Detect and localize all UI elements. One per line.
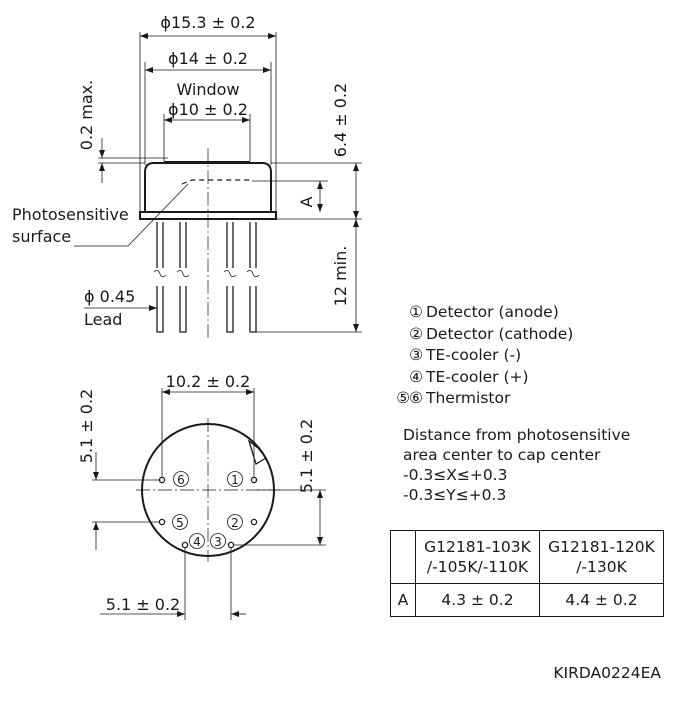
pin-2-label: 2 [231, 516, 239, 530]
pin-1-label: 1 [231, 473, 239, 487]
photosensitive-label-2: surface [12, 227, 71, 246]
dim-pin-spacing: 10.2 ± 0.2 [166, 372, 251, 391]
table-header-row: G12181-103K/-105K/-110K G12181-120K/-130… [390, 530, 664, 584]
window-label: Window [176, 80, 239, 99]
center-distance-note: Distance from photosensitive area center… [403, 425, 630, 505]
dim-outer-dia: ϕ15.3 ± 0.2 [160, 13, 255, 32]
side-view: ϕ15.3 ± 0.2 ϕ14 ± 0.2 Window ϕ10 ± 0.2 0… [12, 13, 362, 340]
lead-dia: ϕ 0.45 [84, 287, 135, 306]
dim-window-max: 0.2 max. [77, 80, 96, 150]
photosensitive-leader [74, 183, 189, 247]
stem-flange [139, 211, 277, 220]
pin-6-label: 6 [177, 473, 185, 487]
dim-bottom-horizontal: 5.1 ± 0.2 [106, 595, 180, 614]
table-value-2: 4.4 ± 0.2 [539, 583, 664, 617]
photosensitive-label-1: Photosensitive [12, 205, 129, 224]
lead-label: Lead [84, 310, 122, 329]
dim-right-vertical: 5.1 ± 0.2 [297, 419, 316, 493]
dim-a-label: A [297, 196, 316, 207]
dim-height: 6.4 ± 0.2 [331, 83, 350, 157]
note-line-2: area center to cap center [403, 446, 601, 464]
note-line-1: Distance from photosensitive [403, 426, 631, 444]
pin-6-circle [173, 471, 189, 487]
dim-cap-dia: ϕ14 ± 0.2 [168, 49, 248, 68]
table-row: A 4.3 ± 0.2 4.4 ± 0.2 [390, 583, 664, 617]
bottom-view: 6 1 5 2 4 3 10.2 ± 0.2 5.1 ± 0.2 5.1 ± 0… [77, 372, 326, 620]
note-line-3: -0.3≤X≤+0.3 [403, 466, 508, 484]
pin-3-label: 3 [214, 535, 222, 549]
pin-2-circle [227, 514, 243, 530]
leads-upper [156, 222, 257, 268]
pin-4-label: 4 [193, 535, 201, 549]
table-value-1: 4.3 ± 0.2 [415, 583, 540, 617]
table-header-1: G12181-103K/-105K/-110K [415, 530, 540, 584]
table-corner-cell [390, 530, 416, 584]
photosensitive-chip [181, 179, 250, 185]
pin-3-circle [210, 533, 226, 549]
pin-4-circle [189, 533, 205, 549]
dim-lead-length: 12 min. [331, 246, 350, 307]
leads-lower [156, 286, 257, 333]
table-header-2: G12181-120K/-130K [539, 530, 664, 584]
lead-break-marks [153, 270, 260, 278]
note-line-4: -0.3≤Y≤+0.3 [403, 486, 507, 504]
table-row-label: A [390, 583, 416, 617]
dimension-a-table: G12181-103K/-105K/-110K G12181-120K/-130… [390, 530, 664, 617]
document-id: KIRDA0224EA [553, 664, 661, 682]
dim-left-vertical: 5.1 ± 0.2 [77, 389, 96, 463]
pin-numbers: 6 1 5 2 4 3 [172, 471, 243, 549]
dim-window-dia: ϕ10 ± 0.2 [168, 100, 248, 119]
pin-5-label: 5 [176, 516, 184, 530]
pin-5-circle [172, 514, 188, 530]
pin-1-circle [227, 471, 243, 487]
